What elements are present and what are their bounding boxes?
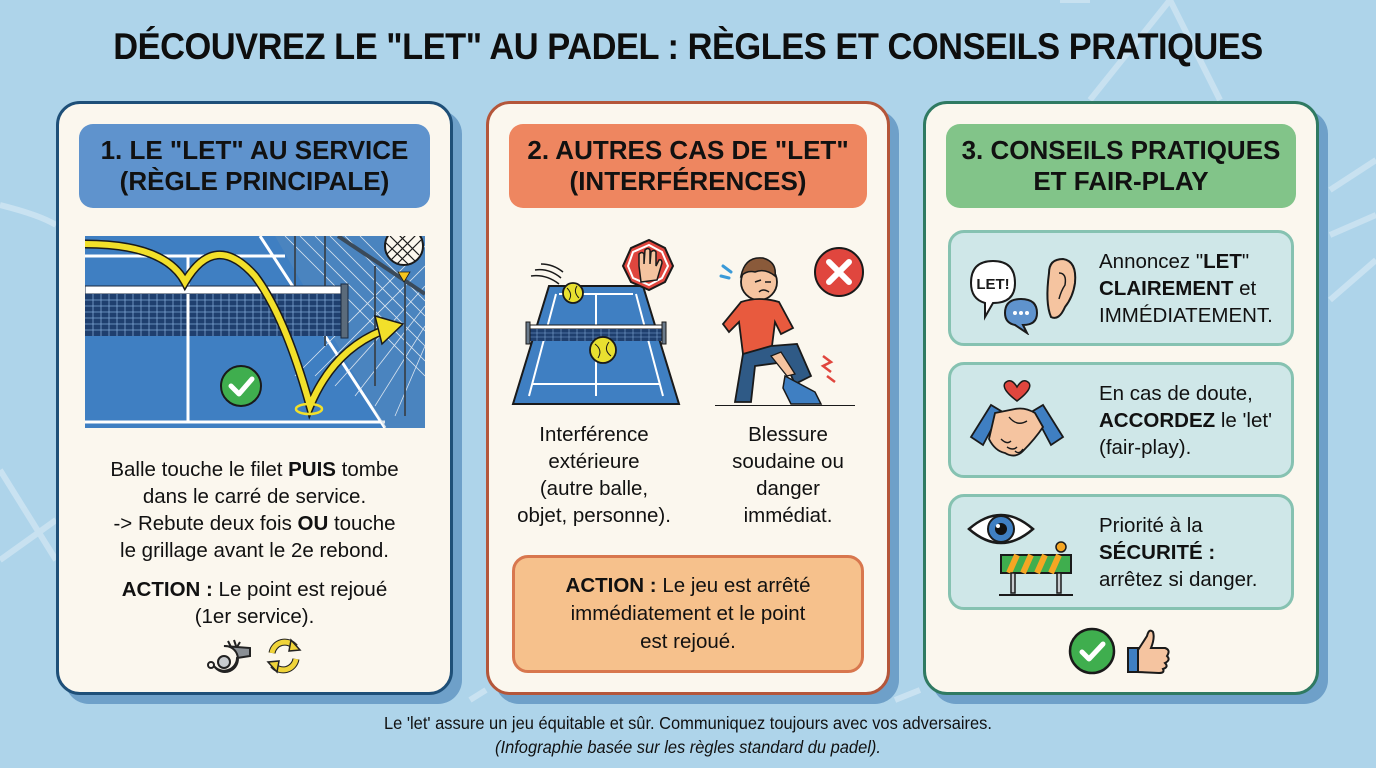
card2-heading-line1: 2. AUTRES CAS DE "LET" xyxy=(527,135,849,165)
speech-bubble-ear-icon: LET! xyxy=(969,257,1077,335)
check-circle-icon xyxy=(1068,627,1116,675)
case-external-interference: Interférence extérieure (autre balle, ob… xyxy=(517,423,671,527)
tip2-text: En cas de doute, ACCORDEZ le 'let' (fair… xyxy=(1099,381,1272,459)
eye-barrier-icon xyxy=(967,513,1073,596)
case-injury-danger: Blessure soudaine ou danger immédiat. xyxy=(732,423,844,527)
tip-safety-first: Priorité à la SÉCURITÉ : arrêtez si dang… xyxy=(948,494,1294,610)
card2-action: ACTION : Le jeu est arrêté immédiatement… xyxy=(512,555,864,673)
tip-announce-let: LET! Annoncez "LET" CLAIREMENT et IMMÉDI… xyxy=(948,230,1294,346)
tip3-text: Priorité à la SÉCURITÉ : arrêtez si dang… xyxy=(1099,513,1258,591)
card1-heading-line2: (RÈGLE PRINCIPALE) xyxy=(119,166,390,196)
card3-heading: 3. CONSEILS PRATIQUES ET FAIR-PLAY xyxy=(946,124,1296,208)
page-title: DÉCOUVREZ LE "LET" AU PADEL : RÈGLES ET … xyxy=(113,26,1263,67)
footer-note: Le 'let' assure un jeu équitable et sûr.… xyxy=(384,713,992,733)
handshake-heart-icon xyxy=(969,380,1065,457)
card2-heading-line2: (INTERFÉRENCES) xyxy=(569,166,807,196)
court-stray-ball-stop-icon xyxy=(511,238,681,405)
refresh-icon xyxy=(265,638,302,674)
card-serve-let: 1. LE "LET" AU SERVICE (RÈGLE PRINCIPALE… xyxy=(56,101,453,695)
card3-heading-line1: 3. CONSEILS PRATIQUES xyxy=(961,135,1281,165)
tip-give-let-doubt: En cas de doute, ACCORDEZ le 'let' (fair… xyxy=(948,362,1294,478)
whistle-icon xyxy=(206,639,251,673)
card1-description: Balle touche le filet PUIS tombe dans le… xyxy=(110,458,399,562)
card3-heading-line2: ET FAIR-PLAY xyxy=(1033,166,1209,196)
tip1-text: Annoncez "LET" CLAIREMENT et IMMÉDIATEME… xyxy=(1099,249,1273,327)
card2-heading: 2. AUTRES CAS DE "LET" (INTERFÉRENCES) xyxy=(509,124,867,208)
card1-action: ACTION : Le point est rejoué (1er servic… xyxy=(121,578,388,628)
thumbs-up-icon xyxy=(1127,629,1170,675)
injured-player-icon xyxy=(715,247,864,406)
card1-heading-line1: 1. LE "LET" AU SERVICE xyxy=(100,135,409,165)
card1-icons xyxy=(59,636,450,676)
card1-heading: 1. LE "LET" AU SERVICE (RÈGLE PRINCIPALE… xyxy=(79,124,430,208)
svg-text:LET!: LET! xyxy=(976,276,1009,293)
card-tips-fairplay: 3. CONSEILS PRATIQUES ET FAIR-PLAY LET! … xyxy=(923,101,1319,695)
footer-source: (Infographie basée sur les règles standa… xyxy=(495,737,881,757)
card3-icons xyxy=(926,626,1316,676)
padel-court-serve-illustration xyxy=(85,236,425,428)
card-interferences: 2. AUTRES CAS DE "LET" (INTERFÉRENCES) xyxy=(486,101,890,695)
